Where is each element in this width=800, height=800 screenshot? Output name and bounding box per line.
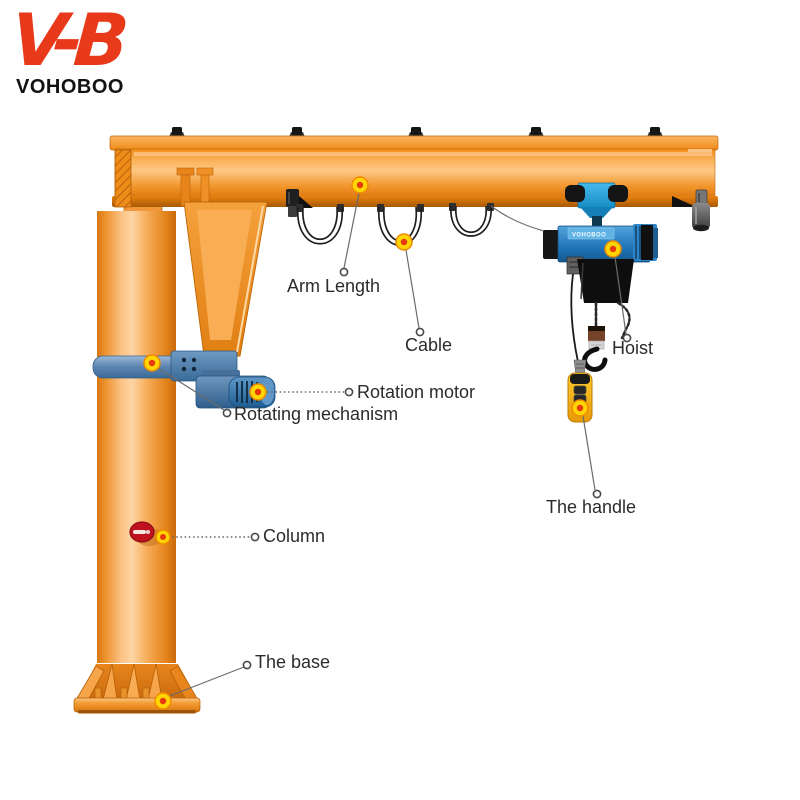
gusset-face (197, 210, 252, 340)
hoist-motor (633, 224, 658, 261)
marker-dots (143, 176, 622, 710)
festoon-loops (297, 205, 492, 246)
rail-clamp (169, 127, 185, 137)
column-structure (97, 197, 176, 663)
label-column: Column (263, 526, 326, 546)
sticker-dot (146, 530, 150, 534)
leader-handle (582, 415, 596, 491)
label-arm-length: Arm Length (287, 276, 381, 296)
chain-container (577, 259, 634, 303)
slewing-unit (92, 350, 276, 409)
arm-highlight-right (688, 149, 712, 152)
rail-clamp (528, 127, 544, 137)
hoist-brand-band (567, 227, 615, 240)
base-plate-shadow (78, 710, 196, 714)
anchor-cable (415, 327, 425, 337)
arm-end-plate-hatched (114, 149, 132, 208)
callouts (143, 176, 632, 710)
gusset-edge-highlight (236, 205, 264, 353)
slack-chain (616, 301, 631, 340)
marker-hoist (604, 240, 622, 258)
bolt (181, 357, 187, 363)
arm-highlight (134, 152, 712, 156)
anchor-handle (592, 489, 602, 499)
label-anchors (222, 267, 632, 670)
trolley-hopper (580, 207, 613, 218)
anchor-rotating-mechanism (222, 408, 232, 418)
label-hoist: Hoist (612, 338, 654, 358)
label-base: The base (255, 652, 331, 672)
logo-wordmark: VOHOBOO (16, 76, 124, 98)
base-assembly (73, 663, 201, 714)
leader-hoist (614, 256, 627, 335)
rail-clamp (289, 127, 305, 137)
leader-rotating-mechanism (157, 367, 225, 411)
sticker-pill (133, 530, 146, 534)
rail-clamp (647, 127, 663, 137)
anchor-hoist (622, 333, 632, 343)
gusset-bracket (183, 201, 268, 357)
label-cable: Cable (405, 335, 453, 355)
pendant-cap (570, 374, 590, 384)
logo-monogram: V-B (8, 0, 123, 82)
leader-arm-length (343, 192, 360, 269)
bolt (191, 366, 197, 372)
jib-arm (109, 127, 719, 208)
leader-base (166, 666, 245, 698)
trolley-wheel-right (608, 185, 628, 202)
label-rotation-motor: Rotation motor (357, 382, 476, 402)
marker-rotating-mechanism (143, 354, 161, 372)
anchor-rotation-motor (344, 387, 354, 397)
trolley-wheel-left (565, 185, 585, 202)
leader-cable (405, 249, 420, 329)
end-stop (672, 189, 710, 232)
leader-lines (157, 192, 627, 698)
hook-block (582, 326, 608, 372)
hoist-brand-text: VOHOBOO (572, 233, 606, 239)
pendant-cable (570, 273, 579, 363)
hoist-left-cap (543, 230, 559, 259)
bolt (181, 366, 187, 372)
base-plate (73, 697, 201, 713)
bolt (191, 357, 197, 363)
marker-base (154, 692, 172, 710)
trolley-neck (592, 216, 602, 226)
rail-clamps (169, 127, 663, 137)
anchor-column (250, 532, 260, 542)
anchor-base (242, 660, 252, 670)
marker-handle (571, 399, 589, 417)
brand-logo: V-B VOHOBOO (9, 0, 164, 99)
hook-icon (582, 346, 608, 372)
pendant-button-up (573, 385, 587, 395)
anchor-arm-length (339, 267, 349, 277)
brand-sticker (129, 521, 162, 546)
arm-top-flange (109, 135, 719, 151)
rail-clamp (408, 127, 424, 137)
column-body (97, 211, 176, 663)
marker-arm-length (351, 176, 369, 194)
hoist-assembly: VOHOBOO (543, 224, 658, 372)
marker-column (155, 529, 171, 545)
marker-rotation-motor (249, 383, 267, 401)
label-rotating-mechanism: Rotating mechanism (234, 404, 399, 424)
end-stop-wedge (672, 196, 696, 207)
marker-cable (395, 233, 413, 251)
trolley (565, 182, 628, 226)
label-handle: The handle (546, 497, 637, 517)
